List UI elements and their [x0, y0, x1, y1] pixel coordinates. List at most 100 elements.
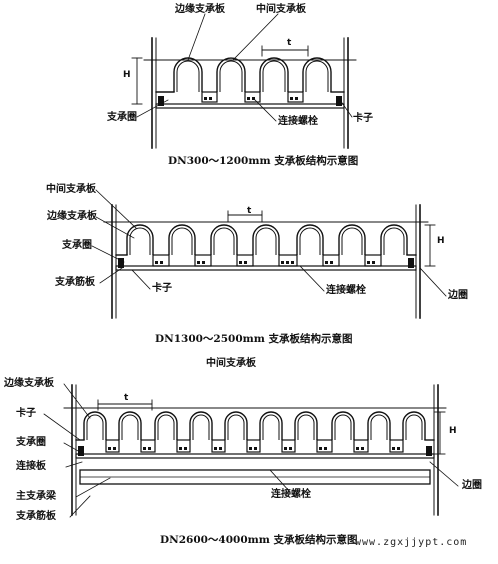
d2-plate-5-inner: [341, 227, 363, 255]
d2-plate-2-inner: [213, 227, 235, 255]
d3-bolt-row-2: [184, 447, 187, 450]
d2-bolt-row-5: [372, 261, 375, 264]
d3-trough-4: [246, 439, 261, 453]
d1-bolt-row-0: [204, 97, 207, 100]
d3-plate-3: [189, 411, 213, 440]
d1-trough-2: [287, 91, 304, 103]
d2-leader-5: [299, 265, 325, 292]
d3-label-edge-ring: 边圈: [462, 480, 482, 491]
d3-bolt-row-8: [392, 447, 395, 450]
d2-label-middle-plate: 中间支承板: [46, 184, 96, 195]
d3-caption: DN2600～4000mm 支承板结构示意图: [160, 534, 358, 546]
d1-label-clip: 卡子: [353, 113, 373, 124]
d3-plate-2: [154, 411, 178, 440]
d2-support-ring: [115, 265, 417, 271]
d3-plate-0: [83, 411, 107, 440]
d3-label-support-ring: 支承圈: [16, 437, 46, 448]
d3-trough-2: [176, 439, 191, 453]
d2-leader-3: [99, 267, 123, 284]
d1-plate-0: [173, 57, 203, 92]
d3-bolt-row-5: [284, 447, 287, 450]
d2-label-clip: 卡子: [152, 283, 172, 294]
d1-label-support-ring: 支承圈: [107, 112, 137, 123]
d3-bolt-row-5: [289, 447, 292, 450]
d1-leader-4: [339, 99, 353, 118]
d2-plate-2: [210, 224, 238, 255]
d1-support-ring: [155, 103, 345, 109]
d3-trough-7: [353, 439, 369, 453]
d3-plate-1-inner: [121, 414, 139, 440]
d3-bolt-row-2: [179, 447, 182, 450]
d3-bolt-row-8: [397, 447, 400, 450]
d2-plate-4-inner: [299, 227, 321, 255]
d1-plate-1-inner: [219, 60, 243, 92]
d3-leader-4: [75, 477, 111, 498]
d1-plate-3: [302, 57, 332, 92]
d3-clip-left: [78, 446, 84, 456]
d1-plate-2: [259, 57, 289, 92]
d3-bolt-row-0: [108, 447, 111, 450]
d3-label-main-beam: 主支承梁: [16, 491, 56, 502]
d1-plate-0-inner: [176, 60, 200, 92]
d3-dim-t: t: [124, 393, 129, 403]
d2-plate-6-inner: [383, 227, 405, 255]
d3-plate-5-inner: [262, 414, 280, 440]
d2-label-support-ring: 支承圈: [62, 240, 92, 251]
d3-dim-h: H: [449, 426, 457, 436]
d1-trough-1: [244, 91, 261, 103]
d3-leader-0: [63, 383, 91, 419]
d3-trough-6: [316, 439, 333, 453]
d3-label-connect-plate: 连接板: [16, 461, 46, 472]
d3-leader-6: [269, 469, 291, 493]
d2-bolt-row-0: [155, 261, 158, 264]
d2-dim-h: H: [437, 236, 445, 246]
d2-trough-2: [236, 254, 254, 267]
d3-bolt-row-1: [148, 447, 151, 450]
d2-plate-3-inner: [255, 227, 277, 255]
d1-bolt-row-2: [290, 97, 293, 100]
d2-label-edge-plate: 边缘支承板: [47, 211, 97, 222]
d2-leader-1: [95, 216, 135, 239]
d3-bolt-row-6: [324, 447, 327, 450]
d3-leader-5: [69, 495, 91, 518]
d2-plate-0: [126, 224, 154, 255]
d3-trough-1: [140, 439, 156, 453]
d3-plate-2-inner: [157, 414, 175, 440]
d3-plate-7: [331, 411, 355, 440]
d2-plate-1: [168, 224, 196, 255]
d2-clip-right: [408, 258, 414, 268]
d3-plate-4: [224, 411, 248, 440]
d3-plate-9: [402, 411, 426, 440]
d2-plate-6: [380, 224, 408, 255]
d1-bolt-row-1: [252, 97, 255, 100]
d2-trough-1: [194, 254, 212, 267]
d2-label-rib-plate: 支承筋板: [55, 277, 95, 288]
d2-caption: DN1300～2500mm 支承板结构示意图: [155, 333, 353, 345]
d3-plate-6-inner: [297, 414, 315, 440]
d2-bolt-row-2: [239, 261, 242, 264]
d3-plate-5: [259, 411, 283, 440]
d3-trough-3: [211, 439, 226, 453]
d3-leader-3: [65, 461, 83, 468]
d2-label-connect-bolt: 连接螺栓: [326, 285, 366, 296]
d3-plate-6: [294, 411, 318, 440]
d3-plate-0-inner: [86, 414, 104, 440]
d3-plate-1: [118, 411, 142, 440]
d2-plate-1-inner: [171, 227, 193, 255]
d1-label-middle-plate: 中间支承板: [256, 4, 306, 15]
d2-bolt-row-2: [244, 261, 247, 264]
d3-bolt-row-7: [361, 447, 364, 450]
d2-trough-3: [278, 254, 298, 267]
d3-plate-7-inner: [334, 414, 352, 440]
d3-leader-2: [63, 442, 81, 453]
watermark: www.zgxjjypt.com: [355, 537, 468, 548]
d3-bolt-row-6: [319, 447, 322, 450]
d2-plate-3: [252, 224, 280, 255]
d3-bolt-row-7: [356, 447, 359, 450]
d1-leader-2: [136, 99, 169, 118]
d1-bolt-row-0: [209, 97, 212, 100]
d1-dim-h: H: [123, 70, 131, 80]
d3-bolt-row-1: [143, 447, 146, 450]
d3-trough-0: [105, 439, 120, 453]
